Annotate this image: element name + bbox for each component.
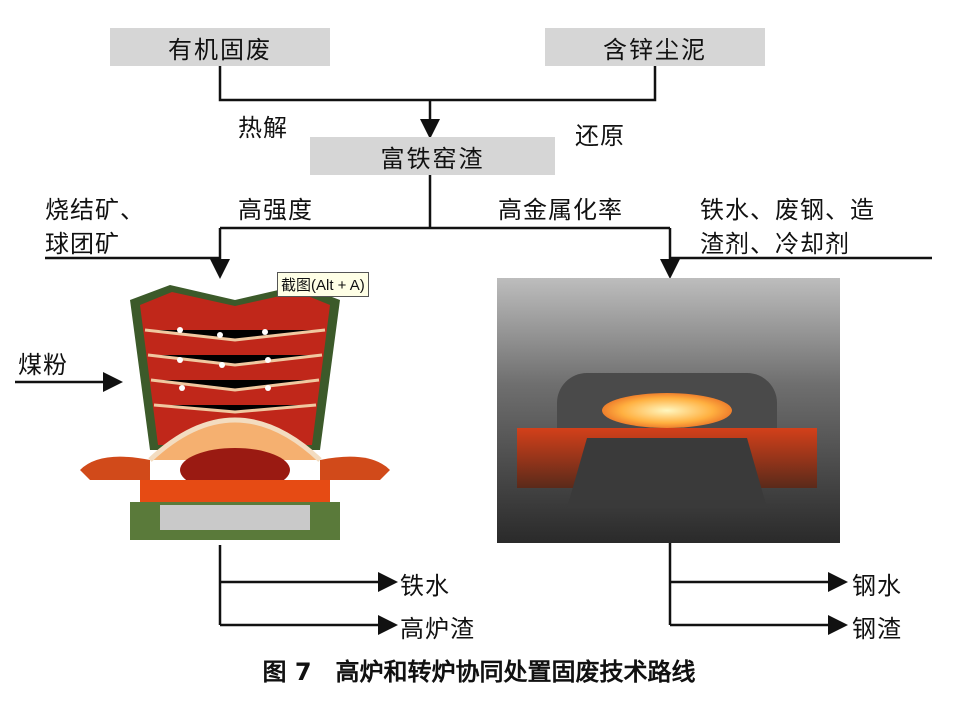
pyrolysis-label: 热解 [238, 114, 288, 142]
converter-feed-line2: 渣剂、冷却剂 [700, 230, 850, 258]
organic-waste-box: 有机固废 [110, 28, 330, 66]
pellet-label: 球团矿 [45, 230, 120, 258]
screenshot-tooltip: 截图(Alt + A) [277, 272, 369, 297]
bf-slag-label: 高炉渣 [400, 615, 475, 643]
high-strength-label: 高强度 [238, 196, 313, 224]
sinter-label: 烧结矿、 [45, 196, 145, 224]
converter-photo [497, 278, 840, 543]
figure-caption: 图 7 高炉和转炉协同处置固废技术路线 [262, 658, 696, 686]
converter-feed-line1: 铁水、废钢、造 [700, 196, 875, 224]
molten-steel-label: 钢水 [852, 572, 902, 600]
coal-powder-label: 煤粉 [18, 351, 68, 379]
steel-slag-label: 钢渣 [852, 615, 902, 643]
hot-metal-label: 铁水 [400, 572, 450, 600]
zinc-dust-box: 含锌尘泥 [545, 28, 765, 66]
high-metallization-label: 高金属化率 [498, 196, 623, 224]
reduction-label: 还原 [575, 122, 625, 150]
iron-rich-slag-box: 富铁窑渣 [310, 137, 555, 175]
blast-furnace-illustration [80, 285, 390, 540]
